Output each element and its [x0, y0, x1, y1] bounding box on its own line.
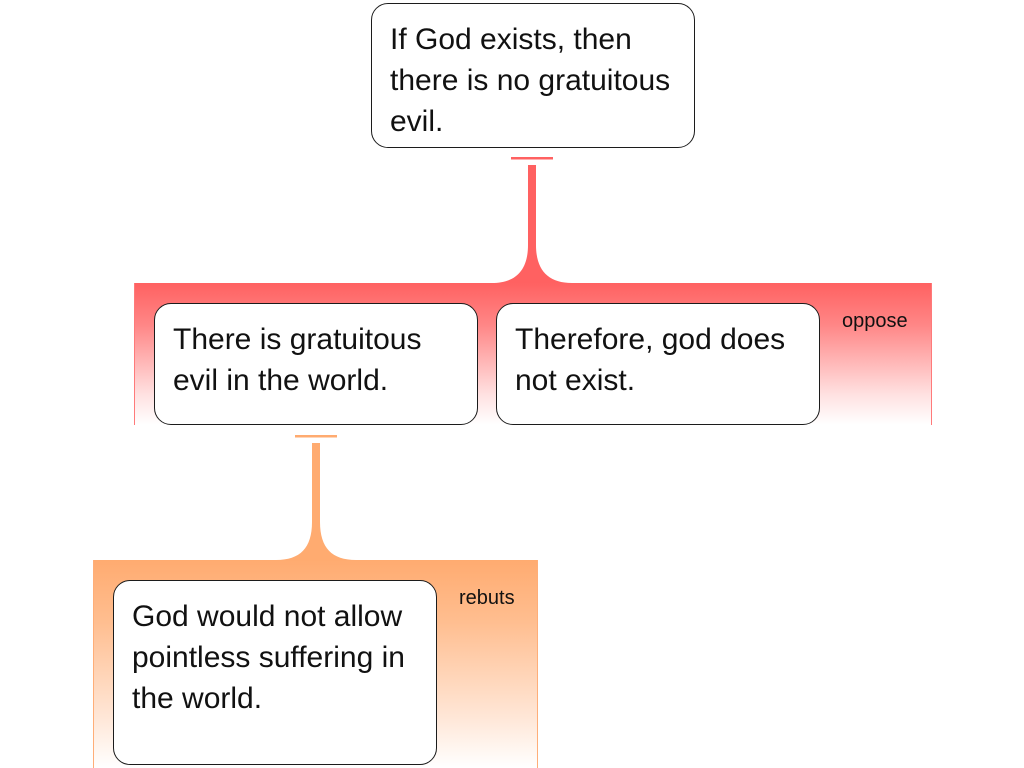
rebuttal-pointless-suffering-node[interactable]: God would not allow pointless suffering …	[113, 580, 437, 765]
oppose-connector	[492, 165, 572, 283]
premise-god-does-not-exist-node[interactable]: Therefore, god does not exist.	[496, 303, 820, 425]
rebuts-label: rebuts	[459, 587, 515, 609]
oppose-label: oppose	[842, 310, 908, 332]
oppose-connector-bar	[511, 157, 553, 160]
rebuts-connector	[276, 443, 356, 560]
rebuts-connector-bar	[295, 435, 337, 438]
premise-gratuitous-evil-node[interactable]: There is gratuitous evil in the world.	[154, 303, 478, 425]
root-claim-node[interactable]: If God exists, then there is no gratuito…	[371, 3, 695, 148]
